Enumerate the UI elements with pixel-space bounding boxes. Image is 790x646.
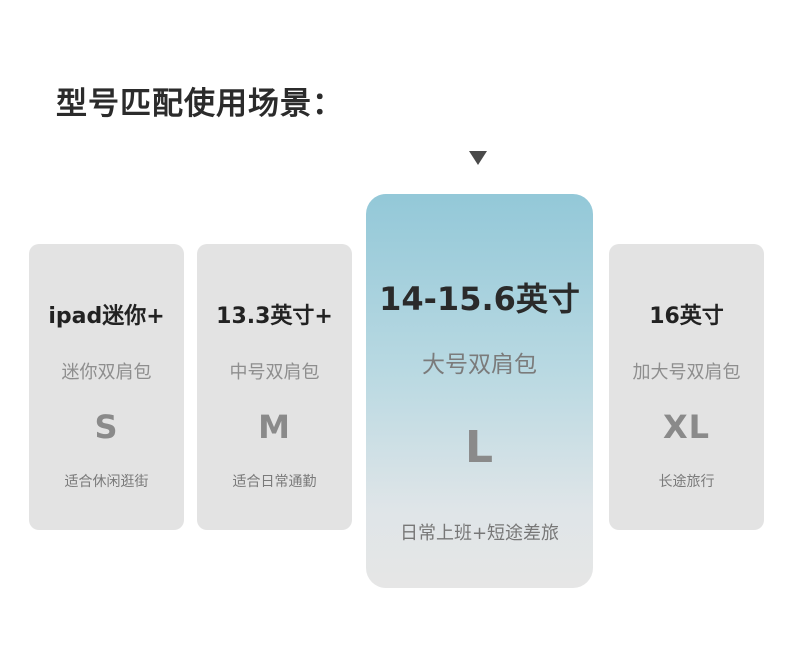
size-card-m[interactable]: 13.3英寸+ 中号双肩包 M 适合日常通勤: [197, 244, 352, 530]
card-scene: 长途旅行: [658, 474, 715, 490]
card-bag-type: 中号双肩包: [229, 362, 320, 383]
card-model: 16英寸: [649, 304, 724, 329]
card-scene: 适合休闲逛街: [64, 474, 149, 490]
size-card-xl[interactable]: 16英寸 加大号双肩包 XL 长途旅行: [609, 244, 764, 530]
card-scene: 适合日常通勤: [232, 474, 317, 490]
card-size-letter: M: [258, 408, 291, 446]
card-model: 14-15.6英寸: [379, 280, 580, 318]
card-bag-type: 大号双肩包: [422, 352, 537, 378]
card-scene: 日常上班+短途差旅: [399, 523, 560, 544]
card-bag-type: 加大号双肩包: [632, 362, 741, 383]
size-card-l-selected[interactable]: 14-15.6英寸 大号双肩包 L 日常上班+短途差旅: [366, 194, 593, 588]
card-size-letter: L: [464, 422, 495, 473]
card-size-letter: XL: [662, 408, 711, 446]
card-bag-type: 迷你双肩包: [61, 362, 152, 383]
card-model: ipad迷你+: [48, 304, 165, 329]
card-model: 13.3英寸+: [216, 304, 333, 329]
page-title: 型号匹配使用场景：: [56, 86, 344, 122]
down-triangle-icon: [469, 151, 487, 165]
size-card-s[interactable]: ipad迷你+ 迷你双肩包 S 适合休闲逛街: [29, 244, 184, 530]
card-size-letter: S: [94, 408, 119, 446]
